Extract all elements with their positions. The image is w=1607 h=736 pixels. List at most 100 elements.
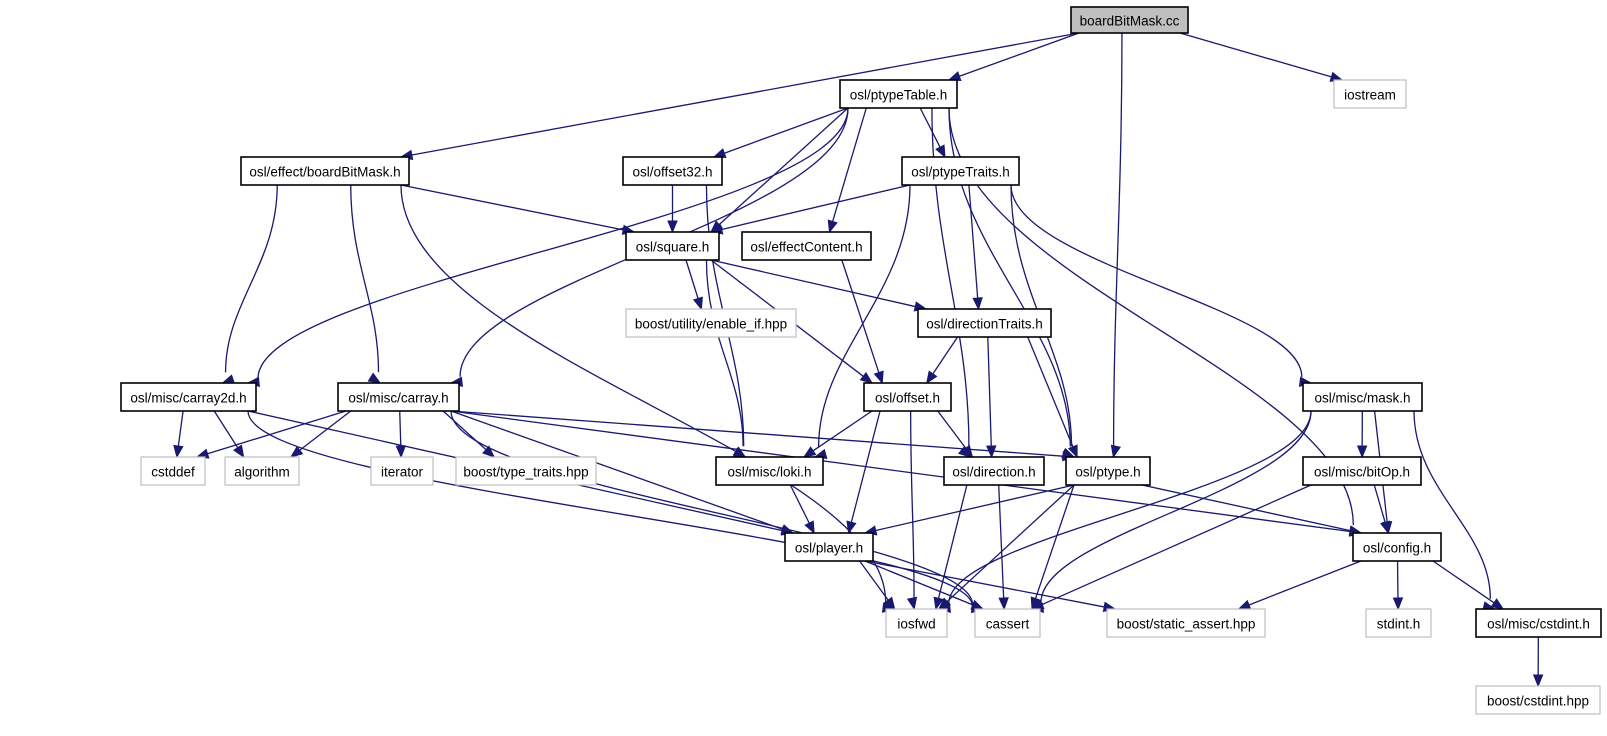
edge-line <box>442 410 487 451</box>
edge-line <box>450 410 783 530</box>
edge-line <box>299 410 352 451</box>
edge-line <box>705 259 744 447</box>
edge-line <box>1432 560 1495 604</box>
arrowhead-icon <box>1067 444 1078 459</box>
edge-line <box>875 484 1075 532</box>
arrowhead-icon <box>926 370 938 385</box>
edge-carray-to-algorithm <box>289 410 352 458</box>
node-box <box>784 532 874 562</box>
node-loki[interactable]: osl/misc/loki.h <box>715 456 824 486</box>
edge-carray-to-type-traits <box>442 410 496 458</box>
node-ptype[interactable]: osl/ptype.h <box>1065 456 1151 486</box>
arrowhead-icon <box>906 596 918 611</box>
edge-boardBitMask-cc-to-effect-boardBitMask <box>399 32 1080 161</box>
node-box <box>337 382 460 412</box>
edge-carray2d-to-cstddef <box>173 410 184 459</box>
edge-line <box>450 410 1351 533</box>
node-box <box>1302 382 1423 412</box>
edge-bitOp-to-cassert <box>1030 484 1312 610</box>
node-box <box>901 156 1020 186</box>
edge-line <box>1027 336 1074 448</box>
edge-line <box>932 336 959 375</box>
edge-line <box>177 410 184 447</box>
node-label: osl/config.h <box>1363 541 1431 556</box>
edge-line <box>841 259 880 373</box>
node-carray2d[interactable]: osl/misc/carray2d.h <box>120 382 257 412</box>
node-effectContent[interactable]: osl/effectContent.h <box>741 231 872 261</box>
edge-config-to-static-assert <box>1237 560 1362 610</box>
node-offset[interactable]: osl/offset.h <box>863 382 952 412</box>
node-iostream: iostream <box>1333 79 1407 109</box>
edge-line <box>910 410 915 599</box>
edge-line <box>959 32 1080 77</box>
edge-direction-to-cassert <box>998 484 1009 611</box>
edge-directionTraits-to-direction <box>986 336 997 459</box>
edge-offset-to-direction <box>937 410 974 459</box>
node-label: osl/player.h <box>795 541 863 556</box>
arrowhead-icon <box>804 520 815 535</box>
edge-line <box>832 107 867 222</box>
arrowhead-icon <box>289 445 304 458</box>
node-box <box>370 456 434 486</box>
node-label: osl/misc/loki.h <box>727 465 811 480</box>
node-box <box>140 456 206 486</box>
node-carray[interactable]: osl/misc/carray.h <box>337 382 460 412</box>
node-label: osl/ptypeTraits.h <box>911 165 1010 180</box>
edge-effect-boardBitMask-to-carray <box>350 184 382 384</box>
node-box <box>455 456 597 486</box>
edge-line <box>1034 484 1075 599</box>
edge-direction-to-iosfwd <box>933 484 968 611</box>
edge-offset-to-iosfwd <box>906 410 918 611</box>
node-label: stdint.h <box>1377 617 1421 632</box>
node-box <box>1352 532 1442 562</box>
node-box <box>1065 456 1151 486</box>
node-enable-if: boost/utility/enable_if.hpp <box>625 308 797 338</box>
node-bitOp[interactable]: osl/misc/bitOp.h <box>1302 456 1422 486</box>
node-box <box>974 608 1041 638</box>
node-misc-cstdint[interactable]: osl/misc/cstdint.h <box>1475 608 1602 638</box>
edge-ptypeTraits-to-directionTraits <box>968 184 983 311</box>
node-directionTraits[interactable]: osl/directionTraits.h <box>917 308 1052 338</box>
node-label: osl/offset32.h <box>632 165 712 180</box>
node-box <box>224 456 300 486</box>
node-box <box>1302 456 1422 486</box>
node-config[interactable]: osl/config.h <box>1352 532 1442 562</box>
edge-directionTraits-to-offset <box>926 336 959 385</box>
edge-mask-to-misc-cstdint <box>1413 410 1496 612</box>
arrowhead-icon <box>859 371 874 384</box>
edge-line <box>850 410 881 523</box>
arrowhead-icon <box>1379 520 1391 535</box>
node-direction[interactable]: osl/direction.h <box>943 456 1045 486</box>
node-mask[interactable]: osl/misc/mask.h <box>1302 382 1423 412</box>
node-label: boardBitMask.cc <box>1080 14 1180 29</box>
node-label: osl/misc/cstdint.h <box>1487 617 1590 632</box>
arrowhead-icon <box>883 596 896 611</box>
node-label: boost/static_assert.hpp <box>1117 617 1256 632</box>
node-stdint: stdint.h <box>1365 608 1432 638</box>
edge-boardBitMask-cc-to-iostream <box>1179 32 1344 82</box>
node-player[interactable]: osl/player.h <box>784 532 874 562</box>
edge-line <box>1179 32 1332 78</box>
node-label: osl/effectContent.h <box>750 240 862 255</box>
edge-line <box>919 107 941 148</box>
arrowhead-icon <box>692 296 703 311</box>
arrowhead-icon <box>873 370 884 385</box>
node-ptypeTraits[interactable]: osl/ptypeTraits.h <box>901 156 1020 186</box>
node-cassert: cassert <box>974 608 1041 638</box>
edge-line <box>350 184 380 373</box>
node-box <box>1333 79 1407 109</box>
node-box <box>120 382 257 412</box>
node-box <box>1365 608 1432 638</box>
node-boardBitMask-cc[interactable]: boardBitMask.cc <box>1070 6 1189 34</box>
node-label: boost/utility/enable_if.hpp <box>635 317 787 332</box>
node-square[interactable]: osl/square.h <box>625 231 720 261</box>
node-label: boost/cstdint.hpp <box>1487 694 1589 709</box>
edge-line <box>789 484 810 524</box>
node-effect-boardBitMask[interactable]: osl/effect/boardBitMask.h <box>240 156 410 186</box>
arrowhead-icon <box>998 597 1009 611</box>
node-offset32[interactable]: osl/offset32.h <box>622 156 723 186</box>
node-ptypeTable[interactable]: osl/ptypeTable.h <box>839 79 958 109</box>
node-cstddef: cstddef <box>140 456 206 486</box>
edge-boardBitMask-cc-to-ptypeTable <box>947 32 1080 82</box>
